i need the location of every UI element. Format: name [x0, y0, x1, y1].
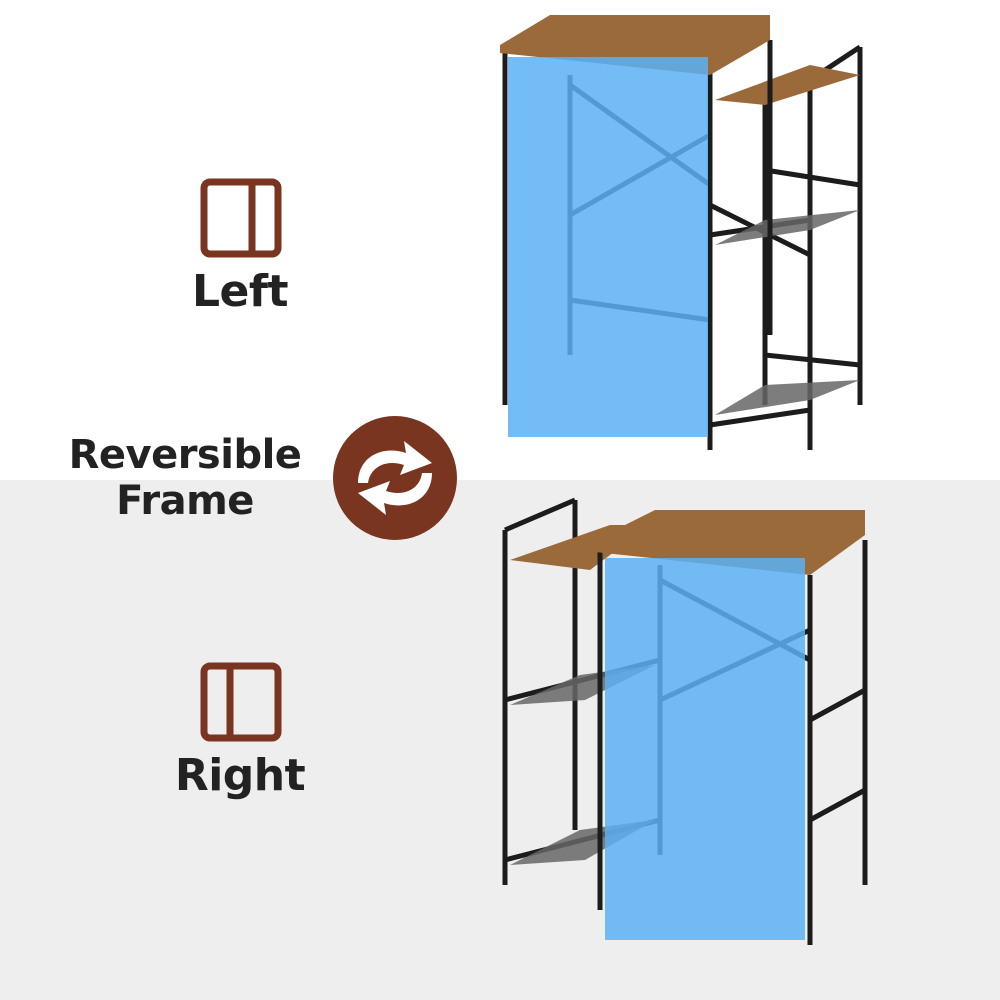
shelf-right-configuration [502, 497, 868, 945]
label-frame: Frame [116, 478, 254, 524]
swap-arrows-icon [333, 416, 457, 540]
shelf-left-configuration [500, 15, 863, 450]
mesh-shelf-lower [715, 380, 860, 415]
label-reversible-frame: Reversible Frame [55, 432, 315, 524]
blue-fabric-panel [605, 558, 805, 940]
side-shelf-top [715, 65, 860, 105]
bottom-background [0, 480, 1000, 1000]
label-right: Right [174, 750, 306, 801]
layout-right-icon [200, 662, 282, 742]
label-left: Left [191, 266, 289, 317]
label-reversible: Reversible [68, 432, 302, 478]
layout-left-icon [200, 178, 282, 258]
mesh-shelf-upper [715, 210, 860, 245]
blue-fabric-panel [508, 57, 708, 437]
